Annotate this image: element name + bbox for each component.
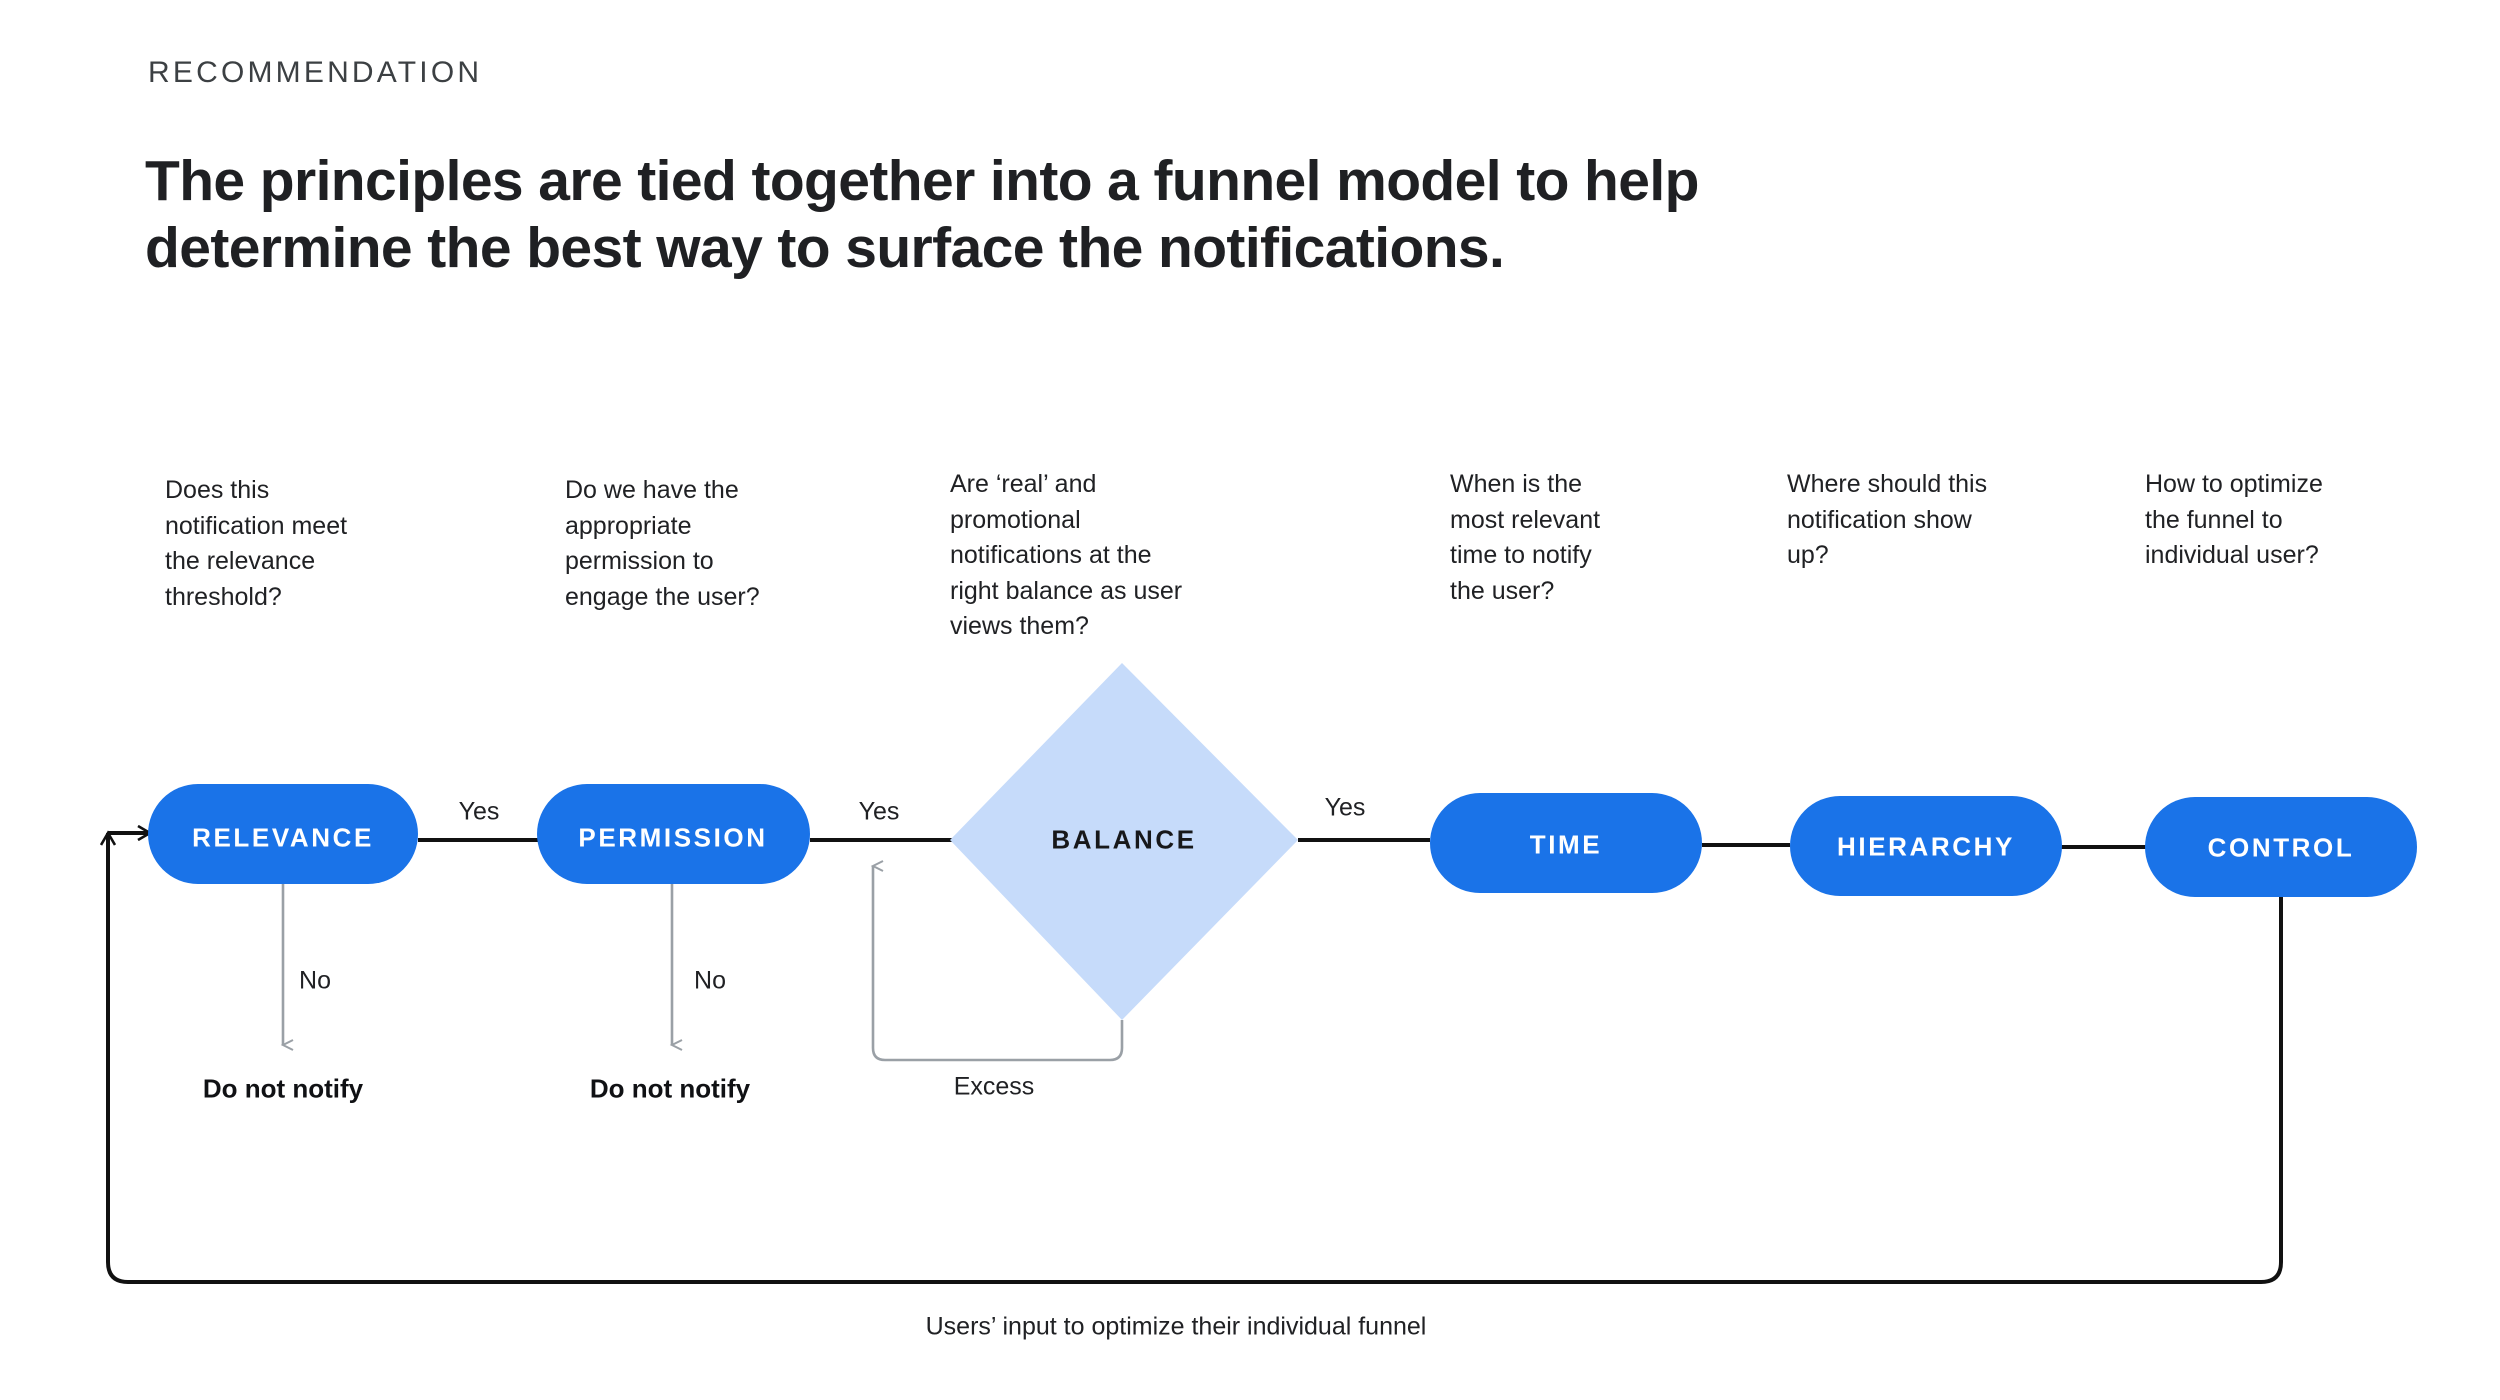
edge-control-feedback-loop [108, 833, 2283, 1284]
question-control: How to optimize the funnel to individual… [2145, 467, 2415, 574]
question-relevance-line-2: notification meet [165, 511, 348, 540]
edge-label-yes-relevance: Yes [458, 797, 500, 826]
question-permission-line-3: permission to [565, 547, 714, 575]
edge-balance-excess-loop [870, 860, 1124, 1062]
edge-label-excess: Excess [953, 1072, 1035, 1101]
node-time[interactable] [1430, 793, 1702, 893]
question-permission-line-4: engage the user? [565, 582, 760, 611]
question-time-line-4: the user? [1450, 576, 1555, 605]
question-permission: Do we have the appropriate permission to… [565, 473, 835, 615]
page-title: The principles are tied together into a … [145, 148, 2145, 281]
question-control-line-2: the funnel to [2145, 505, 2283, 534]
terminal-relevance-do-not-notify: Do not notify [202, 1073, 364, 1104]
question-time-line-1: When is the [1450, 470, 1583, 498]
question-balance-line-3: notifications at the [950, 541, 1152, 569]
question-permission-line-2: appropriate [565, 511, 692, 540]
node-control[interactable] [2145, 797, 2417, 897]
node-permission[interactable] [537, 784, 810, 884]
node-relevance[interactable] [148, 784, 418, 884]
question-relevance-line-3: the relevance [165, 547, 316, 575]
question-relevance-line-1: Does this [165, 476, 270, 504]
node-balance[interactable] [950, 663, 1298, 1020]
terminal-permission-do-not-notify: Do not notify [589, 1073, 751, 1104]
question-balance: Are ‘real’ and promotional notifications… [950, 467, 1280, 645]
eyebrow-label: RECOMMENDATION [148, 56, 483, 89]
node-hierarchy[interactable] [1790, 796, 2062, 896]
question-time-line-3: time to notify [1450, 541, 1592, 569]
page-title-line-1: The principles are tied together into a … [145, 149, 1699, 213]
question-control-line-1: How to optimize [2145, 470, 2323, 498]
edge-label-no-permission: No [694, 966, 726, 995]
question-time-line-2: most relevant [1450, 505, 1601, 534]
question-relevance-line-4: threshold? [165, 582, 282, 611]
feedback-loop-caption: Users’ input to optimize their individua… [925, 1312, 1427, 1341]
edge-label-yes-permission: Yes [858, 797, 900, 826]
question-hierarchy-line-1: Where should this [1787, 470, 1988, 498]
question-balance-line-5: views them? [950, 612, 1089, 640]
question-balance-line-4: right balance as user [950, 576, 1183, 605]
question-time: When is the most relevant time to notify… [1450, 467, 1720, 609]
page-title-line-2: determine the best way to surface the no… [145, 215, 1505, 280]
edge-label-yes-balance: Yes [1324, 793, 1366, 822]
question-hierarchy-line-2: notification show [1787, 505, 1972, 534]
question-control-line-3: individual user? [2145, 541, 2319, 569]
question-hierarchy: Where should this notification show up? [1787, 467, 2067, 574]
question-hierarchy-line-3: up? [1787, 541, 1829, 569]
question-balance-line-1: Are ‘real’ and [950, 470, 1097, 498]
edge-label-no-relevance: No [299, 966, 331, 995]
question-balance-line-2: promotional [950, 505, 1081, 534]
question-relevance: Does this notification meet the relevanc… [165, 473, 435, 615]
question-permission-line-1: Do we have the [565, 476, 739, 504]
